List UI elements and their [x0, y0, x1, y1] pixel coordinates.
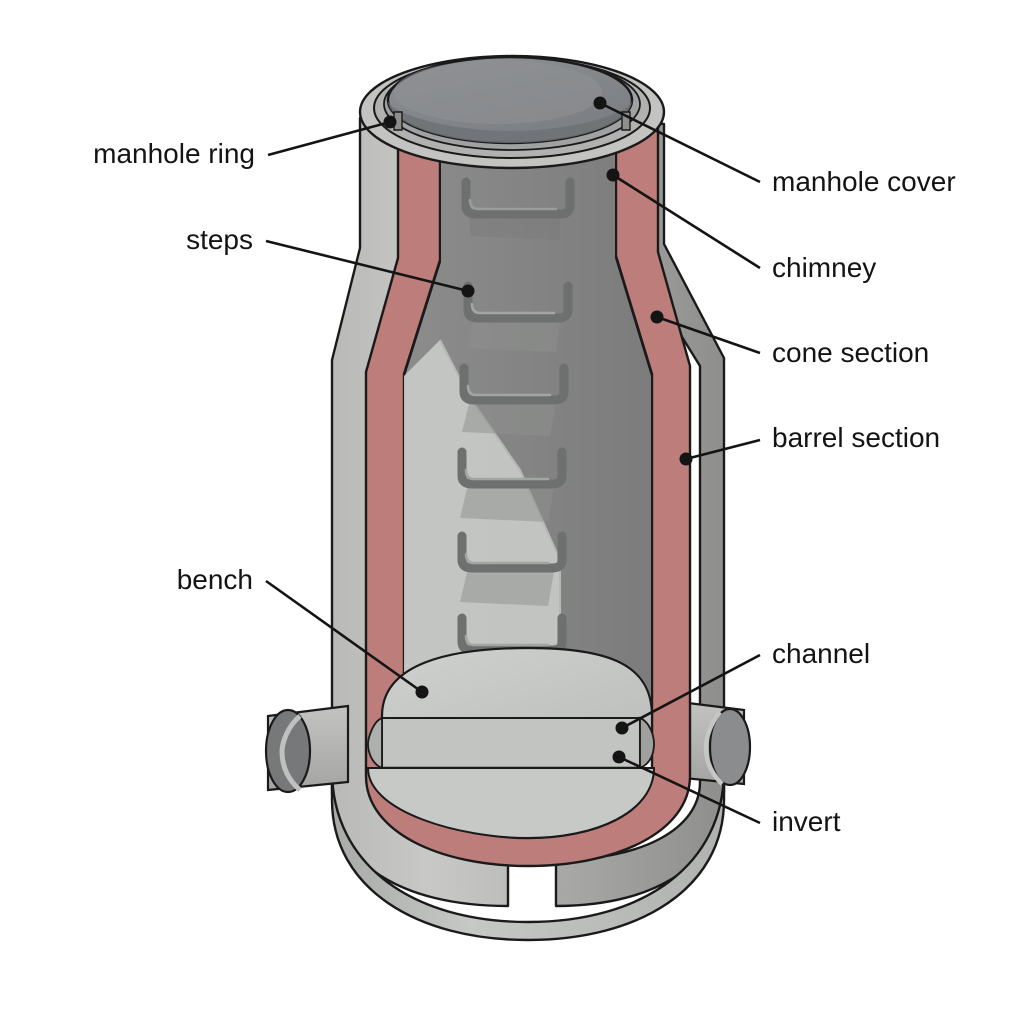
step-bar [457, 531, 567, 573]
barrel-base-cap [330, 769, 726, 942]
step-bar-highlight [464, 634, 550, 647]
leader-line [267, 120, 391, 157]
leader-line [621, 653, 761, 730]
step-shadow [462, 400, 556, 436]
pipe-right-mouth [708, 707, 752, 787]
label-channel: channel [772, 638, 870, 669]
bench-channel-invert [366, 646, 656, 840]
callout-manhole-cover[interactable]: manhole cover [593, 96, 956, 198]
manhole-cover-disc-sheen [394, 60, 602, 124]
pipe-left [264, 704, 350, 794]
leader-line [612, 173, 761, 270]
pipe-left-mouth [264, 708, 312, 794]
step-bar-highlight [464, 468, 550, 481]
leader-dot [593, 96, 607, 110]
channel-trough [381, 717, 641, 769]
step-bar [459, 363, 569, 405]
label-barrel-section: barrel section [772, 422, 940, 453]
step-bar-highlight [464, 552, 550, 565]
channel-left-end [367, 716, 383, 770]
step-rung [457, 447, 567, 522]
callout-steps[interactable]: steps [186, 224, 475, 298]
step-bar [463, 281, 573, 323]
channel-right-end [639, 716, 655, 770]
step-rung [457, 531, 567, 606]
label-cone-section: cone section [772, 337, 929, 368]
leader-line [265, 239, 469, 293]
step-shadow [460, 568, 554, 606]
leader-line [656, 315, 761, 355]
callout-cone-section[interactable]: cone section [650, 310, 930, 369]
callout-barrel-section[interactable]: barrel section [679, 422, 941, 466]
callout-chimney[interactable]: chimney [606, 168, 877, 284]
callouts: manhole ring steps bench manhole cover c… [93, 96, 956, 838]
label-manhole-ring: manhole ring [93, 138, 255, 169]
leader-dot [606, 168, 620, 182]
leader-dot [461, 284, 475, 298]
step-shadow [460, 484, 554, 522]
leader-dot [615, 721, 629, 735]
pipe-left-mouth-highlight [279, 714, 302, 792]
callout-bench[interactable]: bench [177, 564, 429, 699]
step-bar-highlight [470, 302, 556, 315]
label-bench: bench [177, 564, 253, 595]
bench-lower-floor [366, 767, 656, 840]
leader-dot [612, 750, 626, 764]
callout-manhole-ring[interactable]: manhole ring [93, 115, 397, 170]
step-bar-highlight [468, 198, 558, 211]
step-bar-highlight [466, 384, 552, 397]
step-rung [461, 177, 575, 240]
chimney-top-assembly [358, 54, 666, 170]
label-invert: invert [772, 806, 841, 837]
step-bar [461, 177, 575, 219]
label-manhole-cover: manhole cover [772, 166, 956, 197]
interior-left-lit-wall [404, 340, 560, 740]
label-steps: steps [186, 224, 253, 255]
pipe-right-mouth-highlight [703, 710, 724, 786]
callout-invert[interactable]: invert [612, 750, 841, 838]
leader-line [599, 101, 761, 184]
step-shadow [470, 212, 560, 240]
step-rung [463, 281, 573, 352]
label-chimney: chimney [772, 252, 876, 283]
leader-dot [415, 685, 429, 699]
leader-line [685, 438, 761, 461]
steps-group [457, 177, 575, 688]
step-rung [459, 363, 569, 436]
leader-dot [650, 310, 664, 324]
step-bar [457, 447, 567, 489]
callout-channel[interactable]: channel [615, 638, 871, 735]
leader-line [618, 755, 761, 825]
step-shadow [468, 318, 560, 352]
leader-dot [679, 452, 693, 466]
leader-dot [383, 115, 397, 129]
leader-line [265, 579, 423, 694]
manhole-cover-lip [388, 100, 632, 143]
